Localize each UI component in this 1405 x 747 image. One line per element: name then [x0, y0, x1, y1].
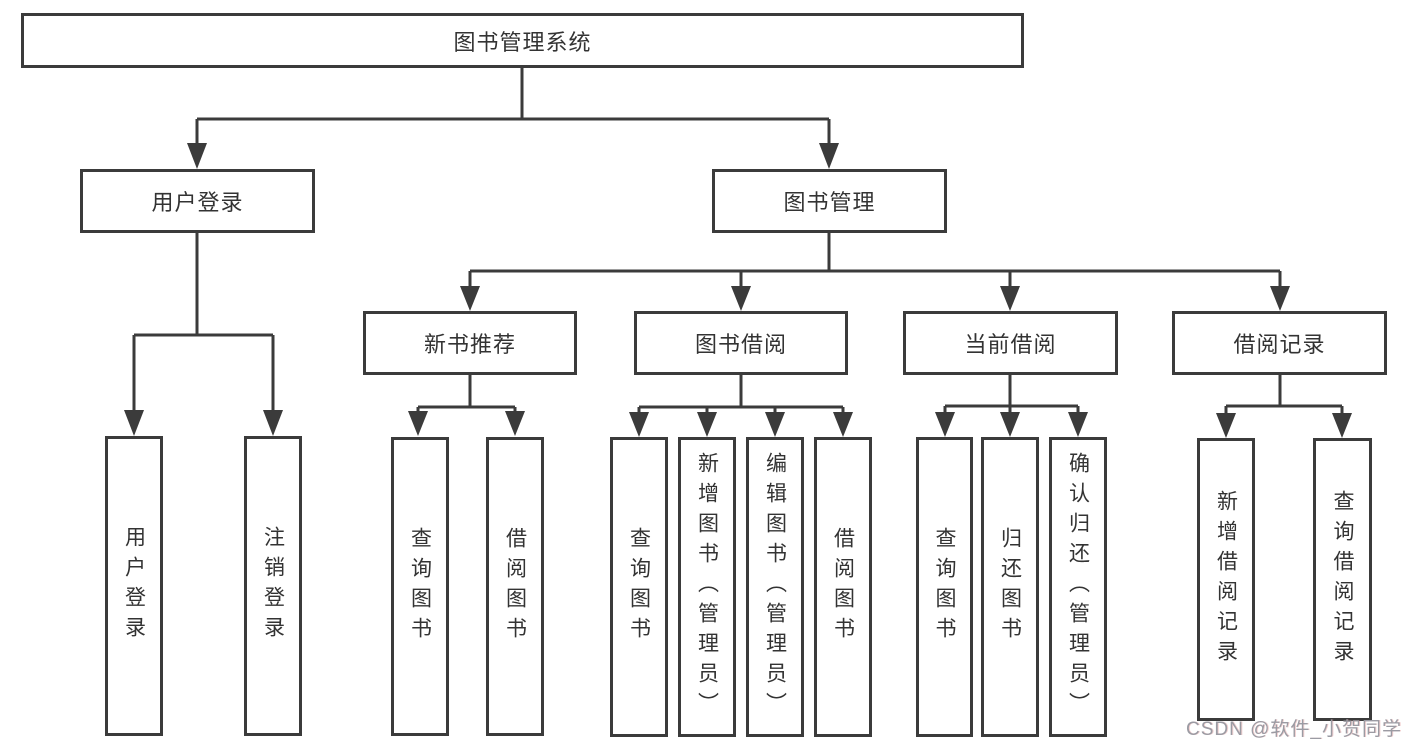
leaf-query-books-borrow: 查询图书	[610, 437, 668, 737]
leaf-logout: 注销登录	[244, 436, 302, 736]
leaf-label: 查询借阅记录	[1331, 489, 1354, 670]
node-label: 图书管理系统	[453, 29, 592, 55]
node-current-borrowing: 当前借阅	[903, 311, 1118, 375]
node-library-management-system: 图书管理系统	[21, 13, 1024, 68]
node-label: 图书借阅	[694, 332, 787, 357]
leaf-label: 归还图书	[998, 527, 1022, 647]
leaf-user-login: 用户登录	[105, 436, 163, 736]
watermark: CSDN @软件_小贺同学	[1186, 719, 1402, 740]
leaf-label: 查询图书	[627, 527, 651, 647]
arrow-down-icon	[460, 286, 480, 311]
leaf-label: 查询图书	[933, 527, 956, 647]
connector-book-mgmt-to-level2	[468, 233, 1282, 291]
node-book-borrowing: 图书借阅	[634, 311, 848, 375]
leaf-label: 查询图书	[408, 526, 432, 647]
leaf-label: 新增图书（管理员）	[695, 452, 719, 722]
leaf-query-books-current: 查询图书	[916, 437, 973, 737]
arrow-down-icon	[1000, 412, 1020, 437]
connector-current-borrow-to-leaves	[943, 375, 1080, 416]
leaf-confirm-return-admin: 确认归还（管理员）	[1049, 437, 1107, 737]
arrow-down-icon	[505, 411, 525, 436]
arrow-down-icon	[1270, 286, 1290, 311]
leaf-label: 确认归还（管理员）	[1066, 452, 1090, 722]
leaf-label: 编辑图书（管理员）	[763, 452, 787, 722]
leaf-label: 借阅图书	[503, 526, 527, 647]
leaf-query-books-recommend: 查询图书	[391, 437, 449, 736]
arrow-down-icon	[408, 411, 428, 436]
arrow-down-icon	[187, 143, 207, 169]
node-label: 当前借阅	[964, 332, 1057, 357]
connector-root-to-level1	[195, 68, 831, 148]
leaf-add-book-admin: 新增图书（管理员）	[678, 437, 736, 737]
arrow-down-icon	[819, 143, 839, 169]
connector-user-login-to-leaves	[132, 233, 275, 415]
arrow-down-icon	[697, 412, 717, 437]
node-label: 新书推荐	[423, 332, 516, 357]
leaf-label: 用户登录	[122, 526, 146, 646]
arrow-down-icon	[1216, 413, 1236, 438]
leaf-edit-book-admin: 编辑图书（管理员）	[746, 437, 804, 737]
arrow-down-icon	[1068, 412, 1088, 437]
leaf-label: 注销登录	[261, 526, 285, 646]
arrow-down-icon	[629, 412, 649, 437]
arrow-down-icon	[1332, 413, 1352, 438]
leaf-query-borrow-record: 查询借阅记录	[1313, 438, 1372, 721]
node-label: 借阅记录	[1233, 332, 1326, 357]
node-user-login: 用户登录	[80, 169, 315, 233]
node-new-book-recommendation: 新书推荐	[363, 311, 577, 375]
leaf-label: 借阅图书	[831, 527, 855, 647]
arrow-down-icon	[935, 412, 955, 437]
leaf-borrow-books: 借阅图书	[814, 437, 872, 737]
arrow-down-icon	[124, 410, 144, 436]
arrow-down-icon	[263, 410, 283, 436]
leaf-borrow-books-recommend: 借阅图书	[486, 437, 544, 736]
connector-borrow-records-to-leaves	[1224, 375, 1344, 417]
arrow-down-icon	[731, 286, 751, 311]
node-book-management: 图书管理	[712, 169, 947, 233]
arrow-down-icon	[833, 412, 853, 437]
arrow-down-icon	[1000, 286, 1020, 311]
leaf-return-books: 归还图书	[981, 437, 1039, 737]
leaf-add-borrow-record: 新增借阅记录	[1197, 438, 1255, 721]
arrow-down-icon	[765, 412, 785, 437]
node-label: 图书管理	[783, 190, 876, 215]
connector-new-book-to-leaves	[416, 375, 517, 416]
connector-book-borrow-to-leaves	[637, 375, 845, 416]
node-label: 用户登录	[151, 190, 244, 215]
leaf-label: 新增借阅记录	[1214, 489, 1238, 670]
node-borrowing-records: 借阅记录	[1172, 311, 1387, 375]
